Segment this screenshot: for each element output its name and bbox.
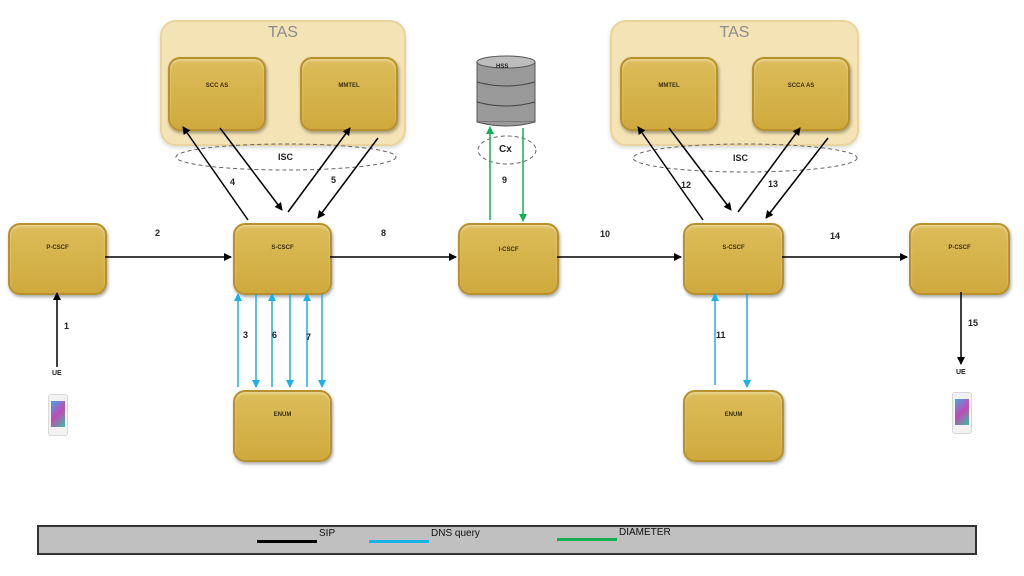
step-label-15: 15 — [968, 318, 979, 328]
s-cscf-right-node[interactable]: S-CSCF — [683, 223, 784, 295]
hss-label: HSS — [496, 64, 509, 70]
enum-left-label: ENUM — [273, 412, 292, 418]
enum-left-node[interactable]: ENUM — [233, 390, 332, 462]
legend: SIP DNS query DIAMETER — [37, 525, 977, 555]
enum-right-node[interactable]: ENUM — [683, 390, 784, 462]
s-cscf-left-label: S-CSCF — [271, 245, 294, 251]
scca-as-label: SCCA AS — [787, 83, 815, 89]
step-label-13: 13 — [768, 179, 779, 189]
legend-sip-label: SIP — [319, 528, 336, 539]
i-cscf-node[interactable]: I-CSCF — [458, 223, 559, 295]
s-cscf-left-node[interactable]: S-CSCF — [233, 223, 332, 295]
step-label-5: 5 — [331, 175, 337, 185]
step-label-8: 8 — [381, 228, 387, 238]
hss-database-icon[interactable] — [476, 55, 536, 127]
legend-diameter-line — [557, 538, 617, 541]
mmtel-left-node[interactable]: MMTEL — [300, 57, 398, 131]
cx-label: Cx — [499, 144, 512, 155]
mmtel-left-label: MMTEL — [338, 83, 360, 89]
isc-left-label: ISC — [278, 152, 294, 162]
scc-as-label: SCC AS — [205, 83, 229, 89]
isc-right-label: ISC — [733, 153, 749, 163]
tas-left: TAS SCC AS MMTEL — [160, 20, 406, 146]
arrow-step-5a — [287, 127, 351, 213]
p-cscf-left-node[interactable]: P-CSCF — [8, 223, 107, 295]
p-cscf-left-label: P-CSCF — [46, 245, 69, 251]
p-cscf-right-node[interactable]: P-CSCF — [909, 223, 1010, 295]
arrow-step-12a — [637, 126, 704, 221]
mmtel-right-node[interactable]: MMTEL — [620, 57, 718, 131]
arrow-step-13a — [737, 127, 801, 213]
tas-right: TAS MMTEL SCCA AS — [610, 20, 859, 146]
step-label-1: 1 — [64, 321, 70, 331]
legend-diameter-label: DIAMETER — [619, 527, 671, 538]
arrow-step-4a — [182, 126, 249, 221]
s-cscf-right-label: S-CSCF — [722, 245, 745, 251]
step-label-14: 14 — [830, 231, 841, 241]
step-label-10: 10 — [600, 229, 611, 239]
step-label-4: 4 — [230, 177, 236, 187]
enum-right-label: ENUM — [724, 412, 743, 418]
step-label-9: 9 — [502, 175, 508, 185]
mmtel-right-label: MMTEL — [658, 83, 680, 89]
i-cscf-label: I-CSCF — [498, 247, 519, 253]
arrow-step-5b — [317, 137, 379, 219]
scca-as-node[interactable]: SCCA AS — [752, 57, 850, 131]
arrow-step-13b — [765, 137, 829, 219]
step-label-3: 3 — [243, 330, 249, 340]
ue-left-label: UE — [52, 370, 62, 377]
legend-dns-line — [369, 540, 429, 543]
tas-left-title: TAS — [268, 24, 298, 41]
step-label-7: 7 — [306, 332, 312, 342]
ue-left-phone-icon[interactable] — [48, 394, 68, 436]
ue-right-phone-icon[interactable] — [952, 392, 972, 434]
ue-right-label: UE — [956, 369, 966, 376]
step-label-2: 2 — [155, 228, 161, 238]
step-label-11: 11 — [716, 330, 726, 340]
isc-right-ellipse — [632, 143, 858, 173]
cx-ellipse — [477, 135, 537, 165]
step-label-12: 12 — [681, 180, 692, 190]
scc-as-node[interactable]: SCC AS — [168, 57, 266, 131]
tas-right-title: TAS — [719, 24, 750, 41]
legend-dns-label: DNS query — [431, 528, 480, 539]
legend-sip-line — [257, 540, 317, 543]
arrow-step-12b — [668, 127, 732, 211]
isc-left-ellipse — [175, 143, 397, 171]
arrow-step-4b — [219, 127, 283, 211]
p-cscf-right-label: P-CSCF — [948, 245, 971, 251]
step-label-6: 6 — [272, 330, 278, 340]
